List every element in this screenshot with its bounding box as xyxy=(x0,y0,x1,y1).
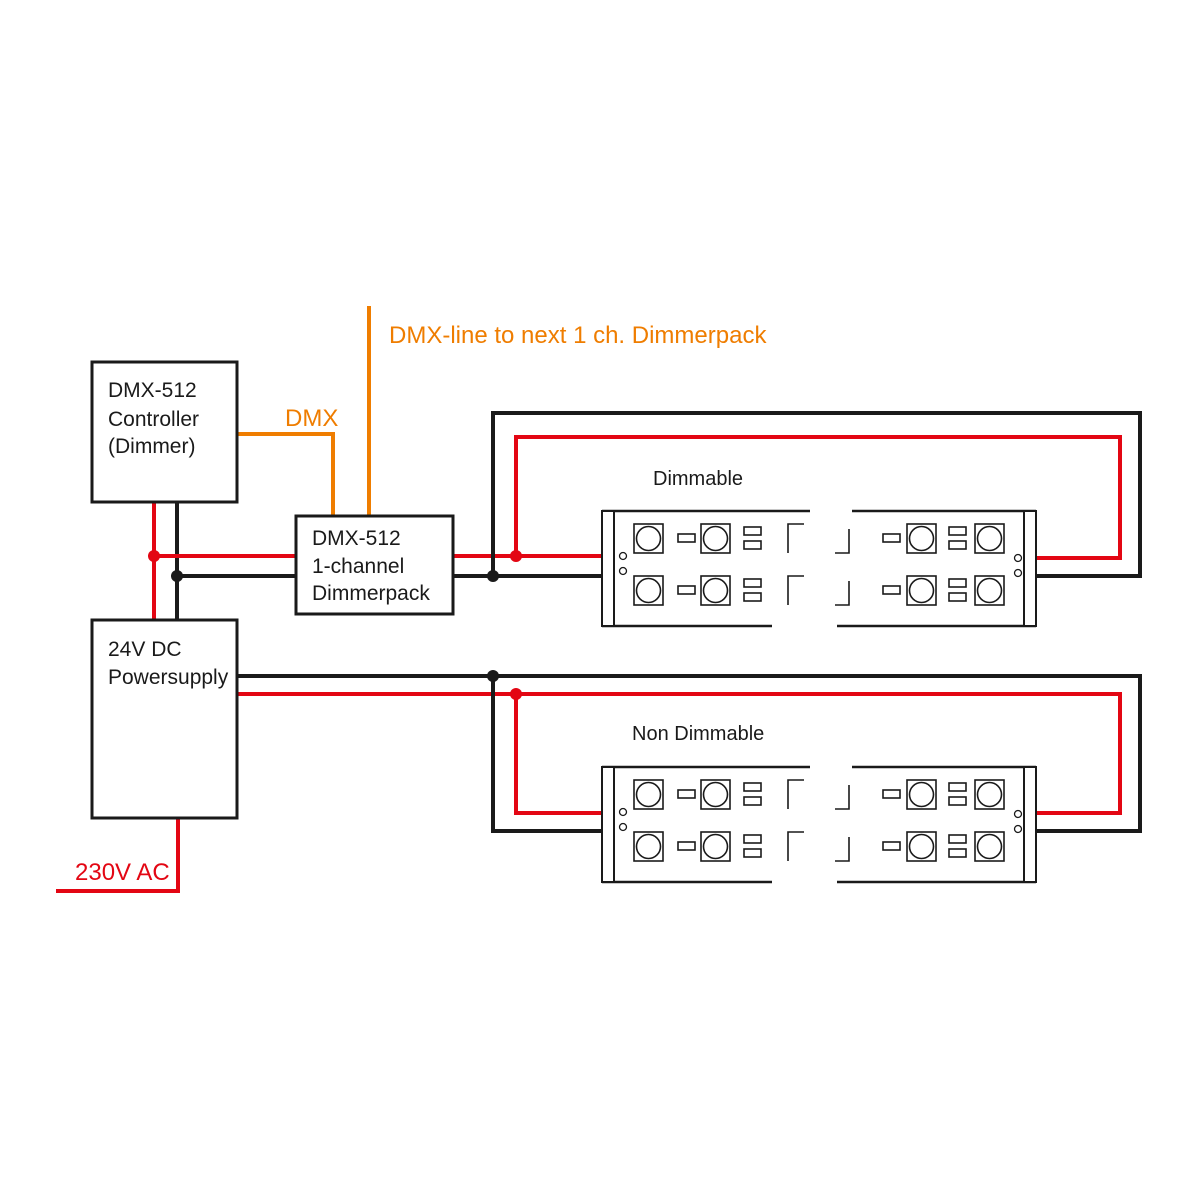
junction-dot xyxy=(487,670,499,682)
dmx-label: DMX xyxy=(285,405,338,432)
led-lens-icon xyxy=(635,781,662,808)
led-lens-icon xyxy=(976,833,1003,860)
led-lens-icon xyxy=(908,525,935,552)
nondim-red-loop xyxy=(514,694,603,815)
resistor-icon xyxy=(743,578,762,588)
junction-dot xyxy=(510,550,522,562)
led-chip-icon xyxy=(787,575,804,605)
controller-label-3: (Dimmer) xyxy=(108,435,195,458)
strip-edge xyxy=(602,765,810,884)
led-lens-icon xyxy=(908,577,935,604)
resistor-icon xyxy=(948,592,967,602)
dimmable-black-loop xyxy=(491,411,1142,578)
resistor-icon xyxy=(743,848,762,858)
led-chip-icon xyxy=(835,785,850,810)
led-lens-icon xyxy=(976,577,1003,604)
mains-wire xyxy=(56,818,180,893)
dimmerpack-label-2: 1-channel xyxy=(312,555,404,578)
led-lens-icon xyxy=(976,525,1003,552)
junction-dot xyxy=(510,688,522,700)
resistor-icon xyxy=(948,782,967,792)
psu-black-out xyxy=(237,674,1142,833)
led-lens-icon xyxy=(635,577,662,604)
resistor-icon xyxy=(882,585,901,595)
power-supply-box xyxy=(90,618,239,820)
strip-edge xyxy=(837,509,1036,628)
resistor-icon xyxy=(948,540,967,550)
resistor-icon xyxy=(948,796,967,806)
junction-dot xyxy=(148,550,160,562)
resistor-icon xyxy=(677,789,696,799)
resistor-icon xyxy=(948,526,967,536)
strip-end-cap xyxy=(1023,510,1037,627)
resistor-icon xyxy=(743,592,762,602)
resistor-icon xyxy=(948,578,967,588)
led-strip-non-dimmable xyxy=(601,765,1037,884)
led-lens-icon xyxy=(908,833,935,860)
nondim-black-loop xyxy=(491,676,603,833)
junction-dot xyxy=(487,570,499,582)
resistor-icon xyxy=(677,841,696,851)
led-chip-icon xyxy=(787,831,804,861)
controller-label-1: DMX-512 xyxy=(108,379,197,402)
led-lens-icon xyxy=(908,781,935,808)
led-lens-icon xyxy=(635,833,662,860)
dimmerpack-box xyxy=(294,514,455,616)
solder-pad-icon xyxy=(618,807,628,817)
resistor-icon xyxy=(677,585,696,595)
resistor-icon xyxy=(948,848,967,858)
resistor-icon xyxy=(882,533,901,543)
psu-label-2: Powersupply xyxy=(108,666,229,689)
led-lens-icon xyxy=(702,833,729,860)
led-lens-icon xyxy=(635,525,662,552)
resistor-icon xyxy=(948,834,967,844)
solder-pad-icon xyxy=(1013,568,1023,578)
non-dimmable-label: Non Dimmable xyxy=(632,723,764,745)
led-chip-icon xyxy=(835,529,850,554)
mains-label: 230V AC xyxy=(75,859,170,886)
led-chip-icon xyxy=(835,837,850,862)
strip-end-cap xyxy=(601,766,615,883)
dimmable-label: Dimmable xyxy=(653,468,743,490)
resistor-icon xyxy=(743,796,762,806)
solder-pad-icon xyxy=(1013,824,1023,834)
psu-label-1: 24V DC xyxy=(108,638,182,661)
solder-pad-icon xyxy=(1013,553,1023,563)
junction-dot xyxy=(171,570,183,582)
resistor-icon xyxy=(743,526,762,536)
resistor-icon xyxy=(882,789,901,799)
strip-end-cap xyxy=(601,510,615,627)
led-chip-icon xyxy=(787,779,804,809)
resistor-icon xyxy=(743,540,762,550)
strip-end-cap xyxy=(1023,766,1037,883)
solder-pad-icon xyxy=(1013,809,1023,819)
led-lens-icon xyxy=(976,781,1003,808)
led-lens-icon xyxy=(702,525,729,552)
led-lens-icon xyxy=(702,781,729,808)
dimmerpack-label-3: Dimmerpack xyxy=(312,582,430,605)
controller-box xyxy=(90,360,239,504)
resistor-icon xyxy=(677,533,696,543)
solder-pad-icon xyxy=(618,822,628,832)
led-lens-icon xyxy=(702,577,729,604)
led-chip-icon xyxy=(787,523,804,553)
controller-label-2: Controller xyxy=(108,408,199,431)
resistor-icon xyxy=(882,841,901,851)
dimmable-red-loop xyxy=(514,435,1122,560)
dmx-next-label: DMX-line to next 1 ch. Dimmerpack xyxy=(389,322,767,349)
led-strip-dimmable xyxy=(601,509,1037,628)
dmx-wire xyxy=(237,432,335,516)
strip-edge xyxy=(837,765,1036,884)
solder-pad-icon xyxy=(618,551,628,561)
led-chip-icon xyxy=(835,581,850,606)
resistor-icon xyxy=(743,782,762,792)
solder-pad-icon xyxy=(618,566,628,576)
psu-red-out xyxy=(237,692,1122,815)
dimmerpack-label-1: DMX-512 xyxy=(312,527,401,550)
strip-edge xyxy=(602,509,810,628)
resistor-icon xyxy=(743,834,762,844)
